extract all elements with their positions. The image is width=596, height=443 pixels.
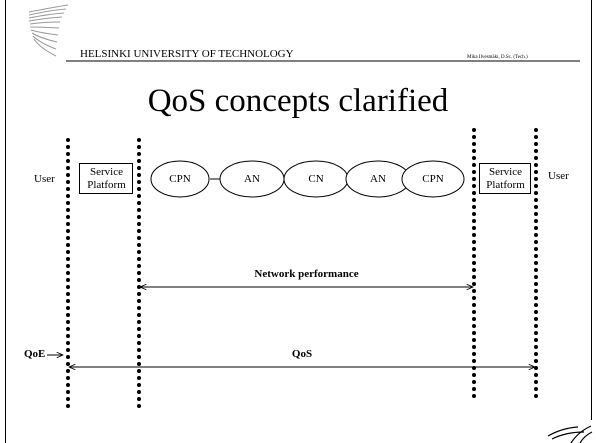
slide-title: QoS concepts clarified (147, 83, 449, 119)
author-credit: Mika Ilvesmäki, D.Sc. (Tech.) (467, 55, 528, 60)
network-label-an-2: AN (370, 173, 386, 185)
service-platform-left-label: Service Platform (80, 166, 133, 192)
network-label-cpn-2: CPN (422, 173, 444, 185)
corner-logo-icon (547, 425, 593, 443)
service-platform-left-line-2: Platform (87, 179, 126, 191)
service-platform-right-line-2: Platform (486, 179, 525, 191)
network-performance-label: Network performance (254, 268, 359, 280)
network-label-cn: CN (308, 173, 324, 185)
user-right-label: User (548, 170, 569, 182)
service-platform-left-line-1: Service (90, 166, 123, 178)
network-label-an-1: AN (244, 173, 260, 185)
service-platform-left-box (79, 163, 133, 194)
user-left-label: User (34, 173, 55, 185)
network-node-cpn-2 (401, 160, 465, 198)
network-label-cpn-1: CPN (169, 173, 191, 185)
qoe-label: QoE (24, 348, 46, 360)
service-platform-right-label: Service Platform (480, 166, 531, 192)
network-node-cpn-1 (150, 160, 210, 198)
university-name: HELSINKI UNIVERSITY OF TECHNOLOGY (80, 48, 294, 60)
service-platform-right-box (479, 163, 531, 194)
university-logo-icon (28, 4, 69, 57)
qos-label: QoS (291, 348, 313, 360)
service-platform-right-line-1: Service (489, 166, 522, 178)
